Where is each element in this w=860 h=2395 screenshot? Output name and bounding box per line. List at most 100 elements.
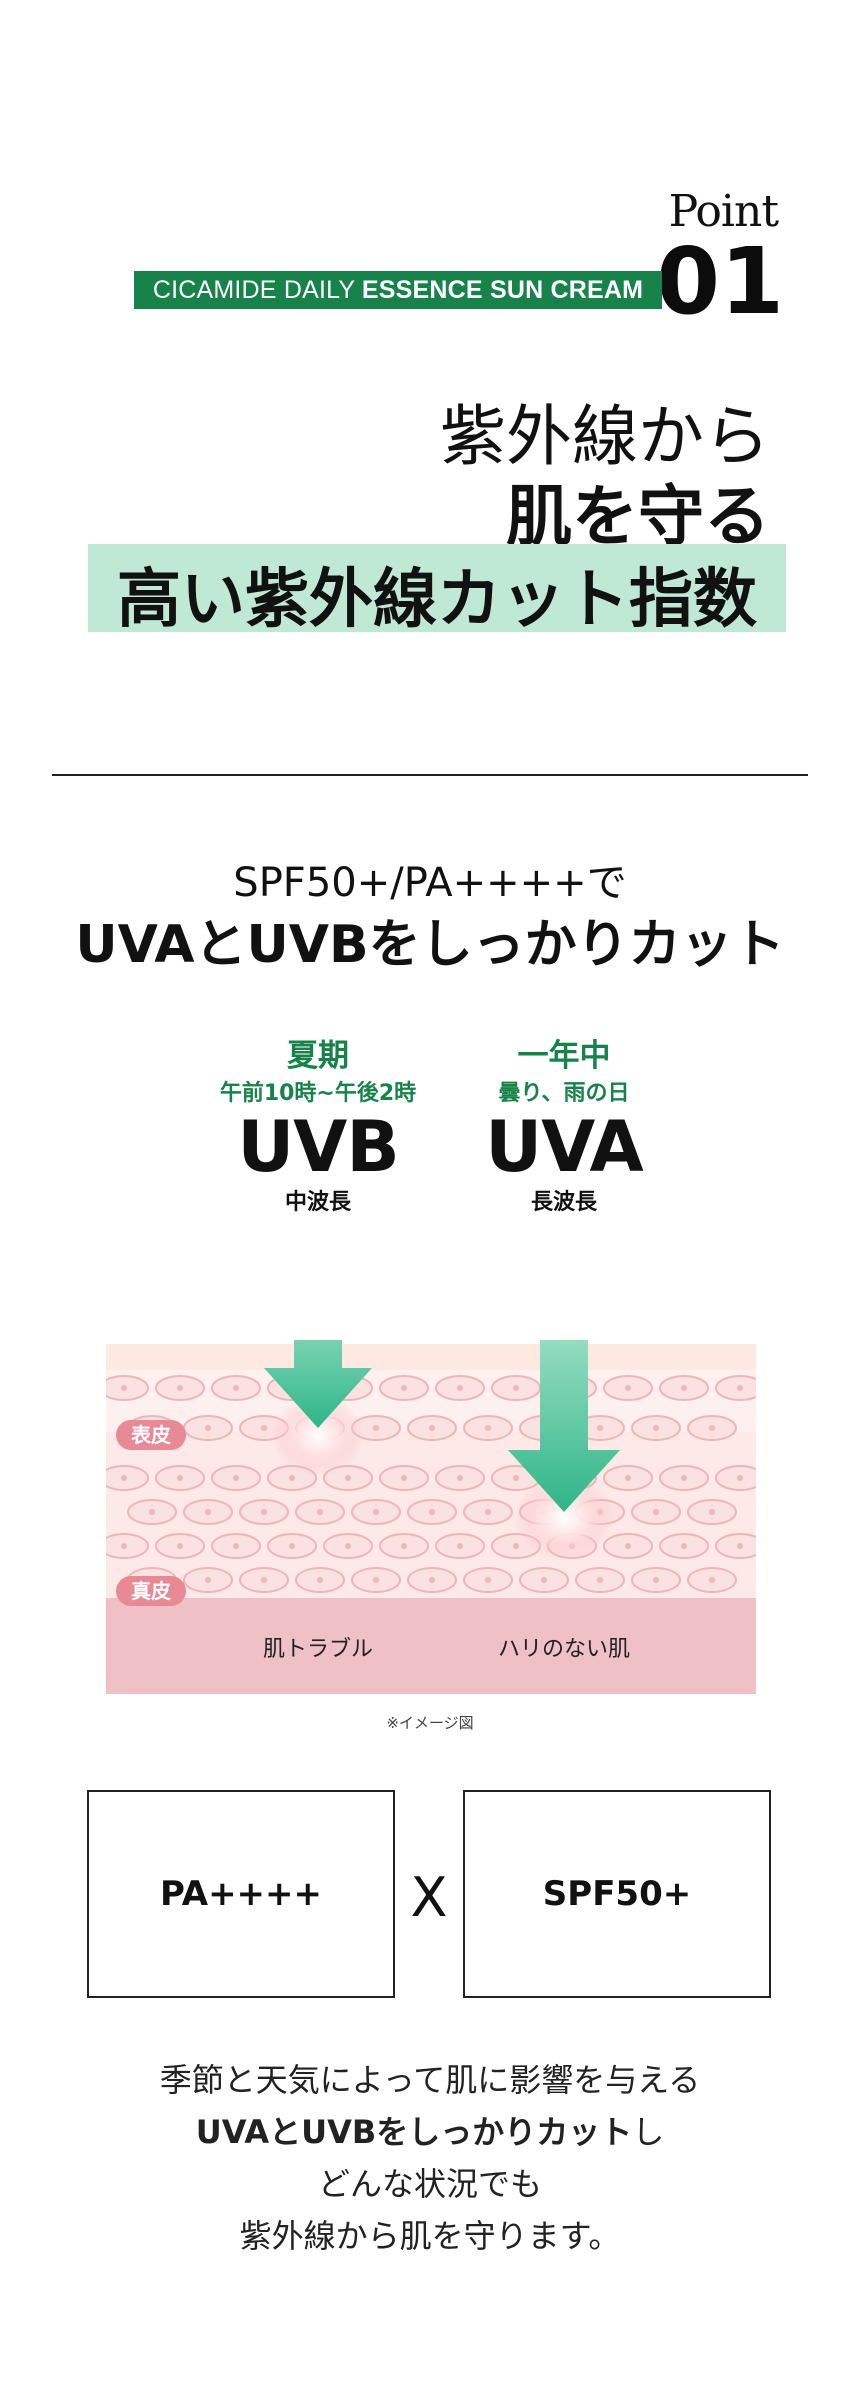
uvb-arrow <box>264 1340 372 1428</box>
skin-cell-nucleus <box>513 1475 519 1481</box>
skin-cell-nucleus <box>345 1475 351 1481</box>
skin-cell-nucleus <box>261 1509 267 1515</box>
skin-cell-nucleus <box>177 1543 183 1549</box>
skin-cell-nucleus <box>485 1425 491 1431</box>
uva-arrow <box>508 1340 620 1512</box>
skin-cell-nucleus <box>289 1543 295 1549</box>
body-line-3: どんな状況でも <box>317 2165 542 2203</box>
spf-rating-box: SPF50+ <box>463 1790 771 1998</box>
skin-cell <box>715 1375 756 1401</box>
product-name-light: CICAMIDE DAILY <box>152 276 362 304</box>
uva-effect-label: ハリのない肌 <box>498 1637 630 1662</box>
uva-time: 曇り、雨の日 <box>498 1081 630 1106</box>
skin-cell-nucleus <box>513 1385 519 1391</box>
uvb-effect-label: 肌トラブル <box>263 1637 373 1662</box>
point-number: 01 <box>655 228 784 335</box>
skin-cell-nucleus <box>625 1385 631 1391</box>
epidermis-label: 表皮 <box>131 1423 171 1447</box>
uva-impact-glow <box>514 1476 614 1560</box>
uvb-impact-glow <box>272 1396 364 1476</box>
skin-cell-nucleus <box>709 1509 715 1515</box>
skin-cell-nucleus <box>121 1385 127 1391</box>
skin-cell-nucleus <box>121 1543 127 1549</box>
body-line-2-rest: し <box>632 2113 665 2151</box>
skin-cell-nucleus <box>317 1509 323 1515</box>
uv-title: UVAとUVBをしっかりカット <box>75 915 785 975</box>
skin-cell-nucleus <box>709 1577 715 1583</box>
skin-cell-nucleus <box>373 1425 379 1431</box>
product-name-bar: CICAMIDE DAILY ESSENCE SUN CREAM <box>134 271 662 309</box>
spf-rating: SPF50+ <box>542 1874 692 1914</box>
skin-cell-nucleus <box>373 1509 379 1515</box>
skin-cell-nucleus <box>289 1475 295 1481</box>
skin-cell-nucleus <box>653 1425 659 1431</box>
skin-cell-nucleus <box>737 1543 743 1549</box>
skin-cell-nucleus <box>597 1425 603 1431</box>
skin-cell-nucleus <box>233 1385 239 1391</box>
multiply-sign: X <box>410 1866 448 1929</box>
uv-subtitle: SPF50+/PA++++で <box>233 860 627 906</box>
skin-cell-nucleus <box>261 1577 267 1583</box>
skin-cell-nucleus <box>681 1543 687 1549</box>
skin-cell-nucleus <box>681 1475 687 1481</box>
skin-cell-nucleus <box>205 1425 211 1431</box>
skin-cell-nucleus <box>429 1425 435 1431</box>
skin-cell-nucleus <box>205 1577 211 1583</box>
skin-cell-nucleus <box>121 1475 127 1481</box>
skin-cell-nucleus <box>177 1475 183 1481</box>
skin-cell-nucleus <box>541 1577 547 1583</box>
skin-layers-diagram: 表皮 真皮 肌トラブル ハリのない肌 <box>106 1340 756 1694</box>
skin-cell-nucleus <box>625 1543 631 1549</box>
skin-cell-nucleus <box>317 1577 323 1583</box>
uva-wavelength: 長波長 <box>530 1190 597 1215</box>
skin-cell-nucleus <box>653 1577 659 1583</box>
point-label: Point <box>668 186 779 237</box>
skin-cell-nucleus <box>737 1475 743 1481</box>
uva-season: 一年中 <box>517 1038 611 1074</box>
dermis-tag <box>116 1576 186 1606</box>
product-name-bold: ESSENCE SUN CREAM <box>361 276 644 304</box>
skin-cell-nucleus <box>233 1543 239 1549</box>
skin-cell <box>715 1465 756 1491</box>
skin-cell-nucleus <box>373 1577 379 1583</box>
skin-cell-nucleus <box>709 1425 715 1431</box>
skin-cell-nucleus <box>485 1509 491 1515</box>
skin-cell-nucleus <box>457 1543 463 1549</box>
skin-cell-nucleus <box>429 1509 435 1515</box>
uva-name: UVA <box>485 1106 643 1188</box>
body-line-2-bold: UVAとUVBをしっかりカット <box>195 2113 633 2151</box>
skin-cell-nucleus <box>457 1475 463 1481</box>
skin-cell-nucleus <box>513 1543 519 1549</box>
epidermis-tag <box>116 1420 186 1450</box>
skin-cell-nucleus <box>597 1577 603 1583</box>
skin-cell <box>715 1533 756 1559</box>
skin-cell-nucleus <box>149 1509 155 1515</box>
skin-cell-nucleus <box>485 1577 491 1583</box>
headline-line-3: 高い紫外線カット指数 <box>117 563 757 637</box>
skin-top-layer <box>106 1344 756 1370</box>
headline-line-1: 紫外線から <box>440 398 770 475</box>
skin-cell-nucleus <box>177 1385 183 1391</box>
uvb-time: 午前10時~午後2時 <box>219 1081 417 1106</box>
pa-rating-box: PA++++ <box>87 1790 395 1998</box>
skin-cell-nucleus <box>457 1385 463 1391</box>
body-line-2: UVAとUVBをしっかりカットし <box>0 2107 860 2153</box>
headline-highlight <box>88 544 786 632</box>
skin-cell-nucleus <box>401 1475 407 1481</box>
section-divider <box>52 774 808 776</box>
pa-rating: PA++++ <box>159 1874 323 1914</box>
skin-cell-nucleus <box>681 1385 687 1391</box>
skin-cell-nucleus <box>401 1385 407 1391</box>
skin-cell-nucleus <box>233 1475 239 1481</box>
diagram-caption: ※イメージ図 <box>386 1714 474 1732</box>
body-line-4: 紫外線から肌を守ります。 <box>239 2217 621 2255</box>
dermis-label: 真皮 <box>131 1579 171 1603</box>
skin-cell-nucleus <box>401 1543 407 1549</box>
subcutaneous-layer <box>106 1598 756 1694</box>
skin-cell-nucleus <box>737 1385 743 1391</box>
skin-cell-nucleus <box>653 1509 659 1515</box>
headline-line-2: 肌を守る <box>506 478 770 555</box>
skin-cell-nucleus <box>625 1475 631 1481</box>
uvb-season: 夏期 <box>287 1038 349 1074</box>
uvb-wavelength: 中波長 <box>284 1190 351 1215</box>
